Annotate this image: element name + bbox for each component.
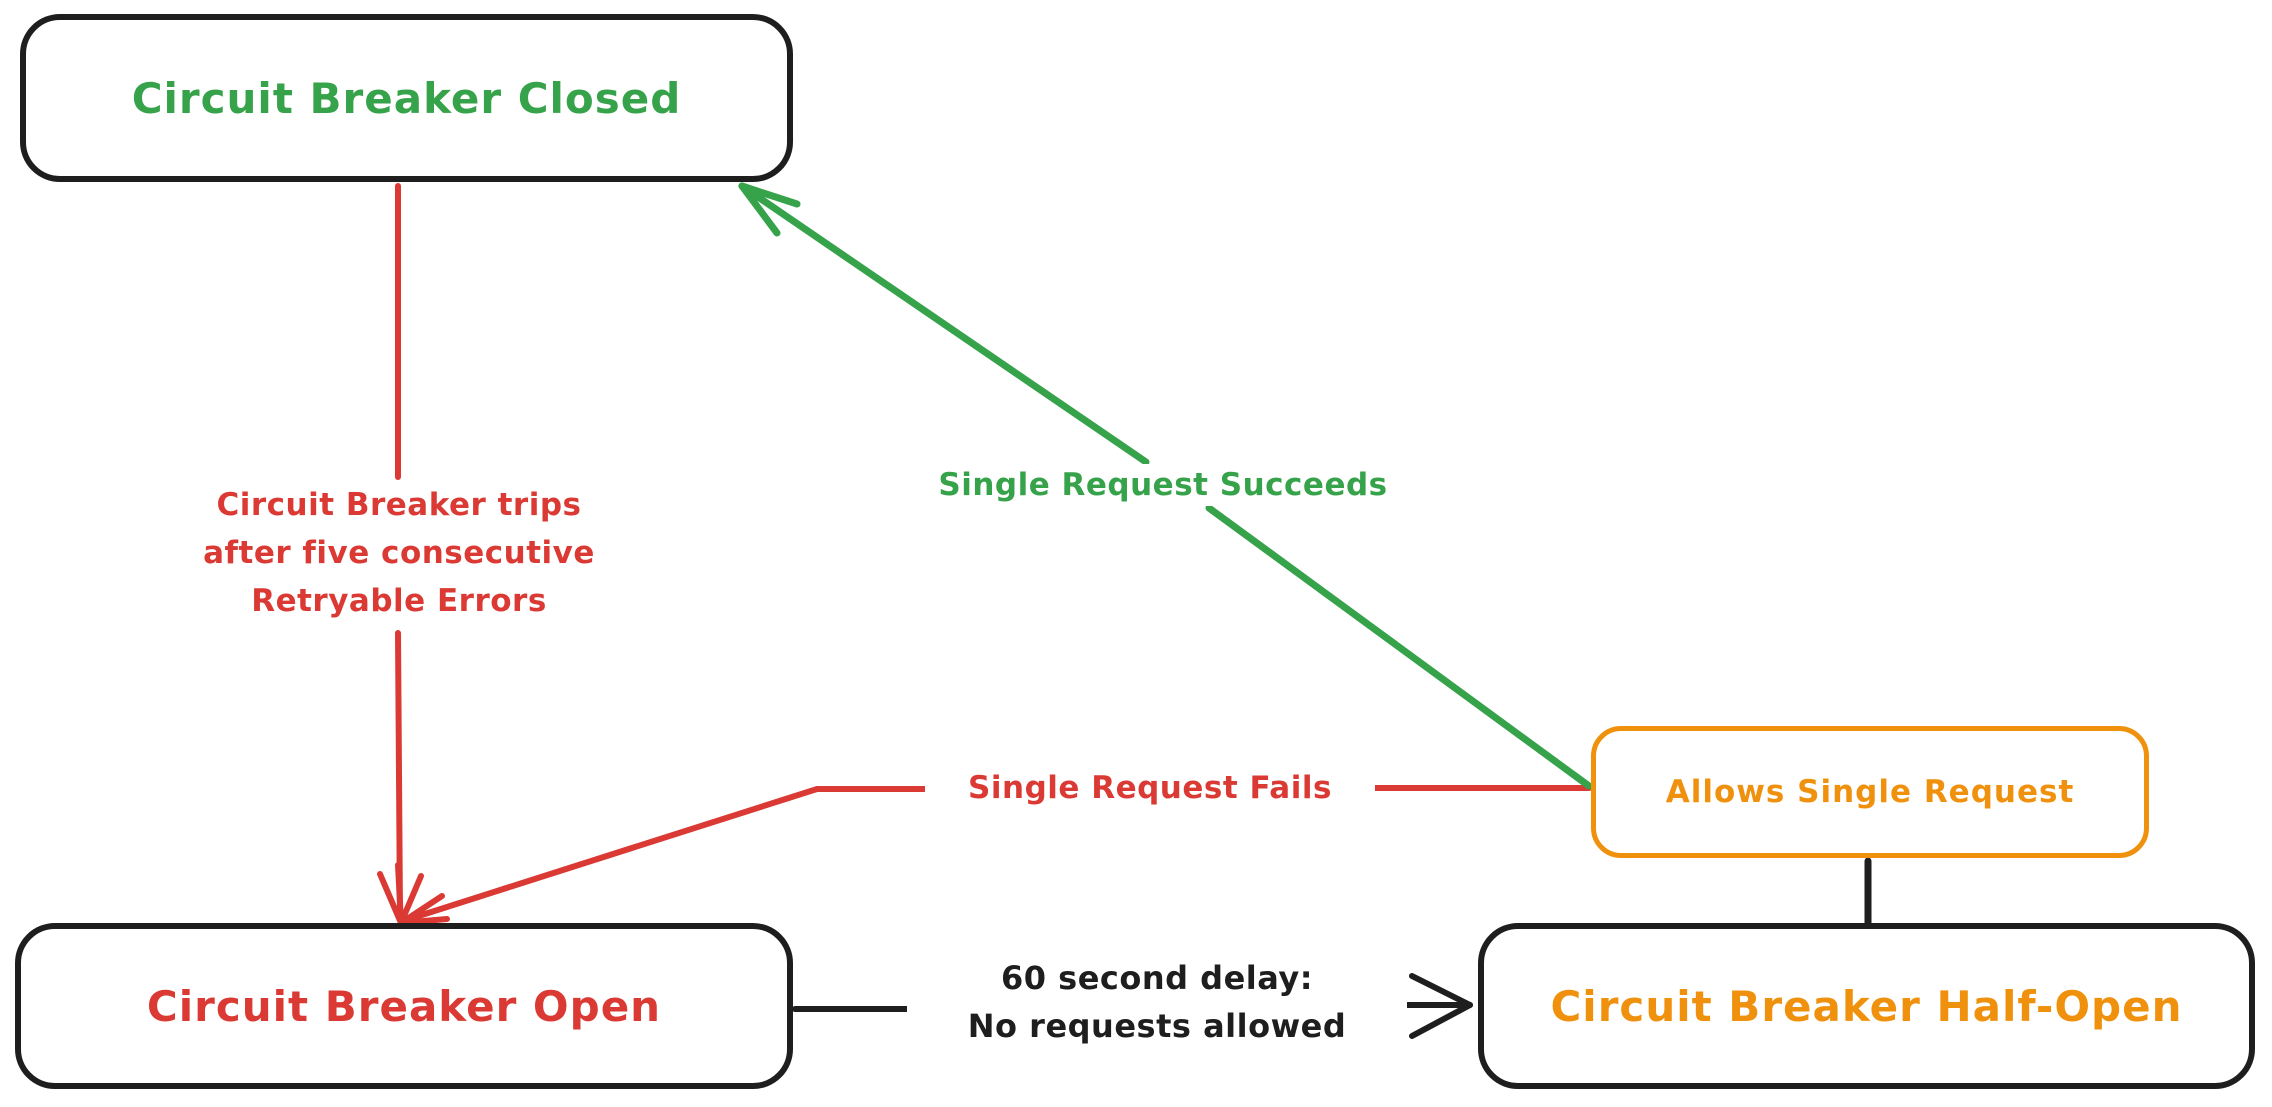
edge-label-trip-line-1: Circuit Breaker trips [216, 487, 582, 523]
edge-label-trip-line-3: Retryable Errors [251, 583, 547, 619]
edge-label-succeeds: Single Request Succeeds [903, 464, 1423, 506]
state-node-allows-single-request: Allows Single Request [1591, 726, 2149, 858]
edge-label-fails: Single Request Fails [925, 767, 1375, 809]
state-node-half-open-label: Circuit Breaker Half-Open [1550, 981, 2183, 1031]
edge-label-delay: 60 second delay: No requests allowed [907, 954, 1407, 1050]
edge-label-delay-line-1: 60 second delay: [1000, 959, 1314, 997]
edge-label-delay-line-2: No requests allowed [967, 1007, 1347, 1045]
arrowhead-up-left-icon [738, 182, 801, 237]
edge-label-trip: Circuit Breaker trips after five consecu… [139, 481, 659, 625]
state-node-open: Circuit Breaker Open [15, 923, 793, 1089]
state-node-open-label: Circuit Breaker Open [146, 981, 662, 1031]
state-node-half-open: Circuit Breaker Half-Open [1478, 923, 2255, 1089]
state-node-closed: Circuit Breaker Closed [20, 14, 793, 182]
arrowhead-down-icon [377, 862, 450, 926]
edge-fails-line [400, 785, 1592, 924]
edge-label-trip-line-2: after five consecutive [203, 535, 595, 571]
arrowhead-right-icon [1409, 973, 1473, 1039]
state-node-allows-single-request-label: Allows Single Request [1665, 774, 2075, 810]
state-node-closed-label: Circuit Breaker Closed [131, 73, 682, 123]
edge-succeeds-arrow [738, 182, 1593, 790]
